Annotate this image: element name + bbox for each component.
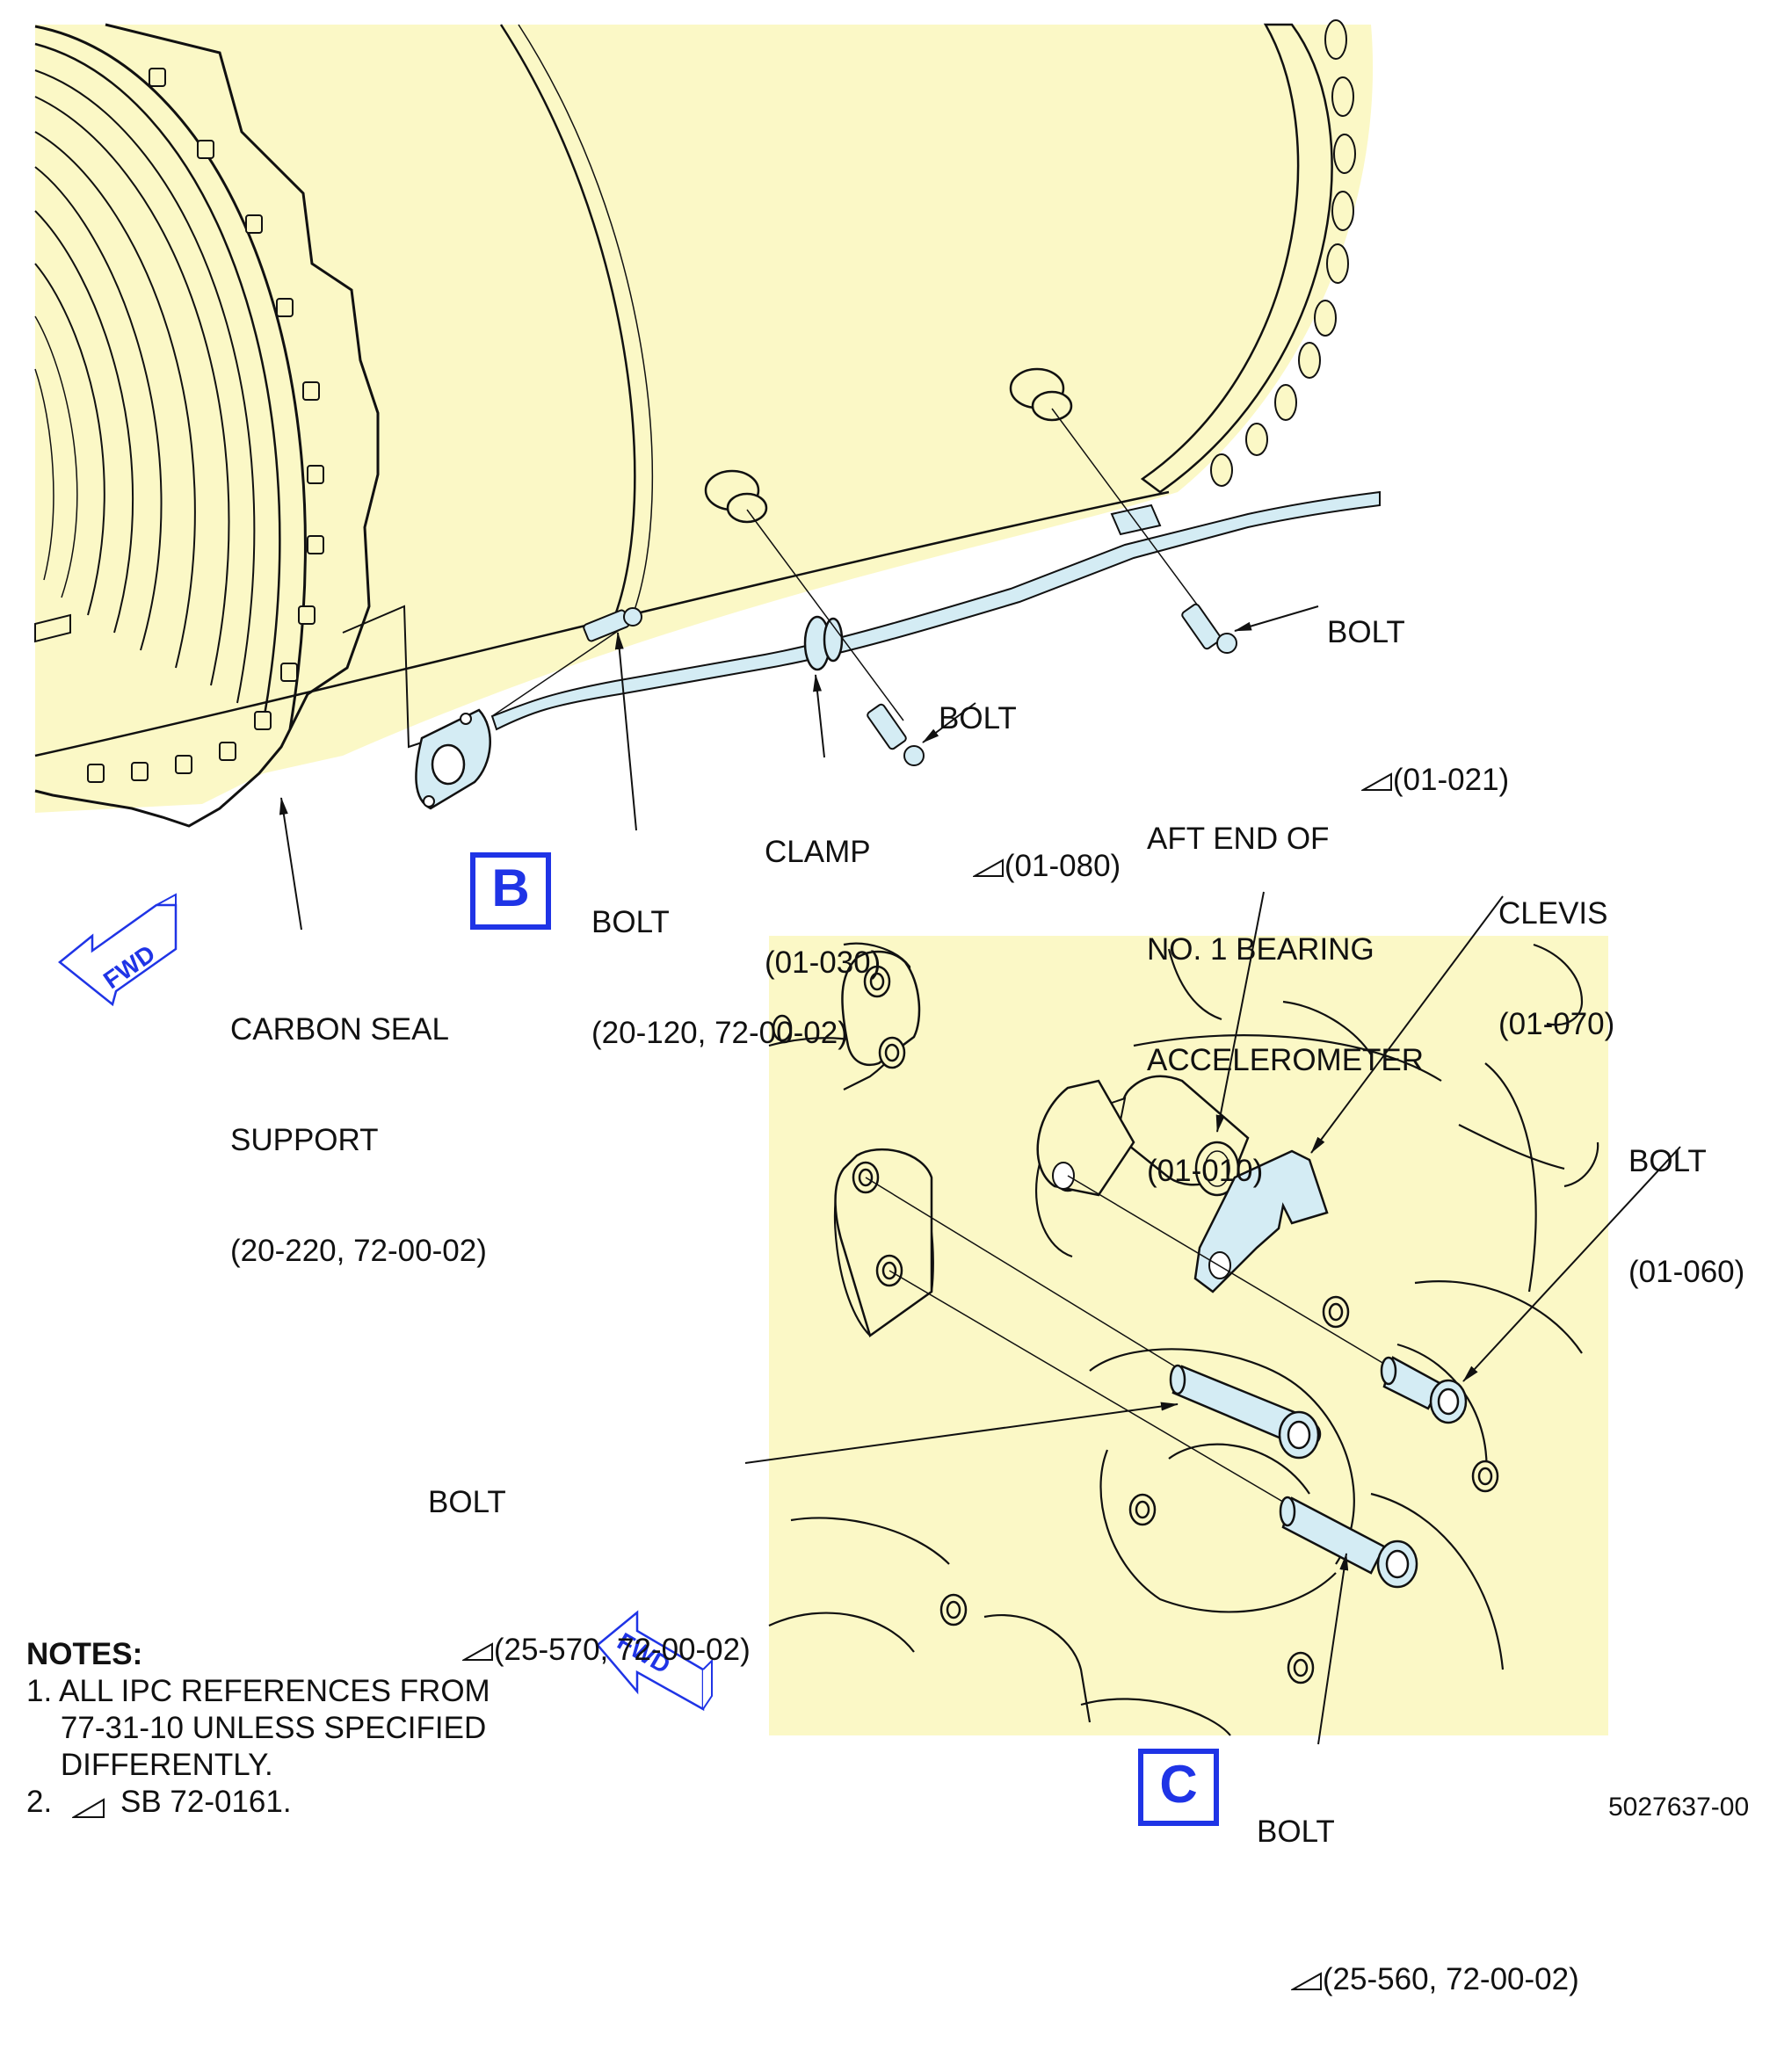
label-bolt-01-080: BOLT (01-080) <box>939 627 1121 959</box>
bolt-b-20-120 <box>583 607 642 642</box>
label-carbon-seal-ref: (20-220, 72-00-02) <box>230 1234 487 1268</box>
label-bolt-25-570-ref-line: (25-570, 72-00-02) <box>428 1595 751 1706</box>
label-bolt-20-120-title: BOLT <box>591 905 670 939</box>
label-bolt-01-021-title: BOLT <box>1327 615 1405 649</box>
view-c-marker: C <box>1138 1749 1219 1826</box>
label-accelerometer: AFT END OF NO. 1 BEARING ACCELEROMETER (… <box>1147 747 1424 1227</box>
note-line: 1. ALL IPC REFERENCES FROM <box>26 1674 490 1708</box>
frame-body <box>35 25 1374 813</box>
label-bolt-25-570-ref: (25-570, 72-00-02) <box>493 1633 751 1667</box>
label-carbon-seal-title-1: CARBON SEAL <box>230 1012 449 1047</box>
accelerometer-part <box>1036 1075 1250 1197</box>
view-b-letter: B <box>491 859 530 917</box>
clamp-part <box>803 615 844 671</box>
service-bulletin-icon <box>972 859 1004 877</box>
label-clevis-title: CLEVIS <box>1498 896 1608 931</box>
label-bolt-01-080-title: BOLT <box>939 701 1017 735</box>
flange-scallops <box>1210 19 1356 487</box>
label-bolt-01-021-ref-line: (01-021) <box>1327 725 1509 836</box>
label-bolt-25-560-ref-line: (25-560, 72-00-02) <box>1257 1924 1579 2035</box>
service-bulletin-icon <box>461 1642 493 1661</box>
label-clamp-ref: (01-030) <box>765 945 881 980</box>
fwd-arrow-b: FWD <box>58 893 178 1007</box>
bolt-c-25-570 <box>1169 1364 1320 1460</box>
label-bolt-01-080-ref-line: (01-080) <box>939 811 1121 922</box>
service-bulletin-icon <box>1290 1972 1322 1990</box>
service-bulletin-icon <box>72 1798 105 1818</box>
label-bolt-01-060-title: BOLT <box>1628 1144 1707 1178</box>
label-bolt-01-021: BOLT (01-021) <box>1327 540 1509 873</box>
figure-number: 5027637-00 <box>1608 1793 1750 1822</box>
view-b-marker: B <box>470 852 551 930</box>
grommets <box>704 367 1073 524</box>
label-bolt-01-080-ref: (01-080) <box>1004 849 1121 883</box>
bolt-b-01-080 <box>867 703 925 766</box>
label-bolt-25-570: BOLT (25-570, 72-00-02) <box>428 1410 751 1742</box>
bolt-c-01-060 <box>1380 1356 1468 1424</box>
fwd-arrow-c: FWD <box>596 1610 713 1712</box>
label-accelerometer-line-1: AFT END OF <box>1147 822 1330 856</box>
label-clevis: CLEVIS (01-070) <box>1498 822 1614 1080</box>
illustration: FWD <box>34 19 1681 1745</box>
label-bolt-20-120: BOLT (20-120, 72-00-02) <box>591 830 848 1089</box>
label-bolt-01-021-ref: (01-021) <box>1392 763 1510 797</box>
label-clevis-ref: (01-070) <box>1498 1007 1615 1041</box>
service-bulletin-icon <box>1360 772 1392 791</box>
outer-flange <box>1140 23 1333 494</box>
view-b-leaders <box>279 605 1319 931</box>
label-bolt-25-570-title: BOLT <box>428 1485 506 1519</box>
bolt-b-01-021 <box>1181 603 1237 654</box>
label-accelerometer-line-2: NO. 1 BEARING <box>1147 932 1374 967</box>
note-line: DIFFERENTLY. <box>26 1748 273 1782</box>
bolt-c-25-560 <box>1279 1496 1418 1589</box>
label-clamp: CLAMP (01-030) <box>765 760 881 1018</box>
note-line: 2. SB 72-0161. <box>26 1785 292 1819</box>
label-accelerometer-line-3: ACCELEROMETER <box>1147 1043 1425 1077</box>
label-bolt-20-120-ref: (20-120, 72-00-02) <box>591 1016 848 1050</box>
label-carbon-seal-support: CARBON SEAL SUPPORT (20-220, 72-00-02) <box>230 938 487 1307</box>
note-line: 77-31-10 UNLESS SPECIFIED <box>26 1711 487 1745</box>
mount-lugs <box>772 950 1499 1684</box>
view-c-letter: C <box>1159 1755 1198 1814</box>
label-clamp-title: CLAMP <box>765 835 871 869</box>
label-bolt-25-560: BOLT (25-560, 72-00-02) <box>1257 1740 1579 2072</box>
label-carbon-seal-title-2: SUPPORT <box>230 1123 379 1157</box>
label-accelerometer-ref: (01-010) <box>1147 1154 1264 1188</box>
label-bolt-01-060-ref: (01-060) <box>1628 1255 1745 1289</box>
label-bolt-25-560-title: BOLT <box>1257 1815 1335 1849</box>
view-c-drawing: FWD <box>596 891 1681 1745</box>
view-c-leaders <box>744 891 1681 1745</box>
ring-assembly <box>34 25 307 730</box>
view-b-drawing: FWD <box>34 19 1381 1007</box>
carbon-seal-support-flange <box>34 23 380 828</box>
connector-flange <box>415 708 491 810</box>
notes-heading: NOTES: <box>26 1637 143 1671</box>
flange-bolts <box>87 68 324 783</box>
notes-block: NOTES: 1. ALL IPC REFERENCES FROM 77-31-… <box>26 1636 490 1821</box>
label-bolt-01-060: BOLT (01-060) <box>1628 1069 1744 1328</box>
label-bolt-25-560-ref: (25-560, 72-00-02) <box>1322 1962 1579 1996</box>
